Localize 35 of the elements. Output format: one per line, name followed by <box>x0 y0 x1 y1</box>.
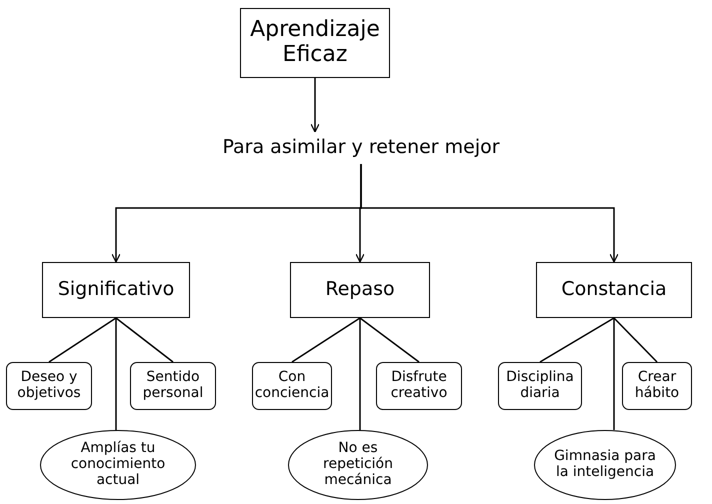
connector-line <box>360 317 420 363</box>
node-label: Constancia <box>561 279 667 301</box>
node-label: Significativo <box>58 279 174 301</box>
connector-line <box>292 317 360 363</box>
connector-line <box>540 317 614 363</box>
concept-box <box>536 262 692 318</box>
connector-label: Para asimilar y retener mejor <box>222 137 500 159</box>
connector-line <box>48 317 116 363</box>
node-label: Con conciencia <box>254 370 330 402</box>
idea-box <box>498 362 582 410</box>
arrow <box>310 78 320 133</box>
concept-box <box>42 262 190 318</box>
connector-line <box>613 318 615 430</box>
idea-box <box>376 362 462 410</box>
idea-box <box>6 362 92 410</box>
idea-box <box>252 362 332 410</box>
node-label: Disciplina diaria <box>505 370 575 402</box>
node-label: Sentido personal <box>142 370 204 402</box>
idea-box <box>622 362 692 410</box>
connector-line <box>613 317 658 363</box>
connector-line <box>359 318 361 430</box>
concept-box <box>290 262 430 318</box>
node-label: No es repetición mecánica <box>322 441 394 488</box>
idea-box <box>130 362 216 410</box>
node-label: Deseo y objetivos <box>16 370 82 402</box>
concept-box <box>240 8 390 78</box>
node-label: Disfrute creativo <box>390 370 448 402</box>
node-label: Repaso <box>325 279 395 301</box>
node-label: Amplías tu conocimiento actual <box>70 441 166 488</box>
node-label: Aprendizaje Eficaz <box>249 18 381 68</box>
node-label: Crear hábito <box>634 370 680 402</box>
arrow <box>360 164 619 263</box>
connector-line <box>115 318 117 430</box>
connector-line <box>116 317 174 363</box>
node-label: Gimnasia para la inteligencia <box>553 449 657 481</box>
